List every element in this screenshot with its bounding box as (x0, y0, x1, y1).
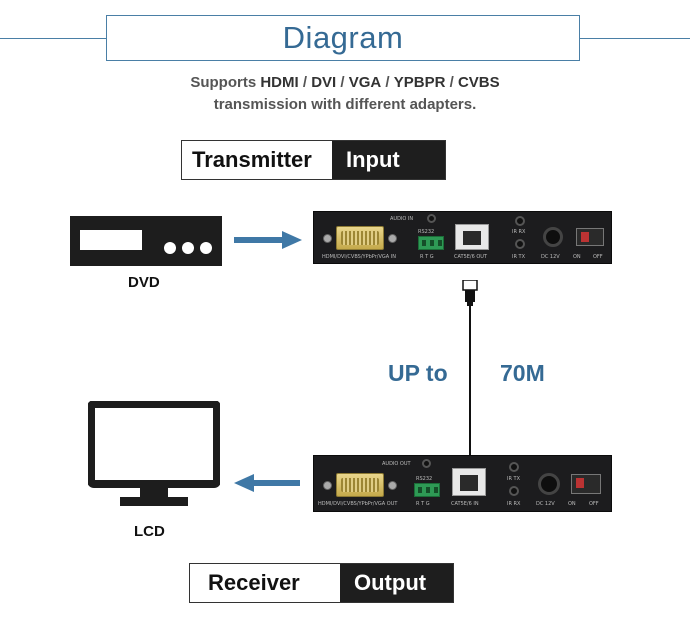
receiver-label: Receiver (208, 570, 300, 595)
tx-dc-label: DC 12V (541, 254, 560, 260)
rx-screw-right (388, 481, 397, 490)
dvd-label: DVD (128, 274, 160, 291)
format-vga: VGA (348, 74, 382, 91)
tx-dvi-port (336, 226, 384, 250)
subtitle-prefix: Supports (190, 74, 261, 91)
transmitter-label: Transmitter (192, 147, 312, 172)
rx-rs232-terminal (414, 483, 440, 497)
rx-ir-top-label: IR TX (507, 476, 521, 482)
lcd-label: LCD (134, 523, 165, 540)
tx-power-switch (576, 228, 604, 246)
tx-ir-bottom-label: IR TX (512, 254, 526, 260)
title-box: Diagram (106, 15, 580, 61)
title-rule-right (580, 38, 690, 39)
network-cable (462, 280, 478, 455)
tx-on-label: ON (573, 254, 581, 260)
tx-dc-jack (543, 227, 563, 247)
separator: / (336, 74, 349, 91)
distance-right-text: 70M (500, 360, 545, 386)
receiver-panel: AUDIO OUT HDMI/DVI/CVBS/YPbPr/VGA OUT RS… (313, 455, 612, 512)
tx-screw-left (323, 234, 332, 243)
tx-cat-port (455, 224, 489, 250)
tx-rs232-label: RS232 (418, 229, 435, 235)
rx-audio-jack (422, 459, 431, 468)
tx-video-label: HDMI/DVI/CVBS/YPbPr/VGA IN (322, 254, 396, 260)
subtitle: Supports HDMI / DVI / VGA / YPBPR / CVBS… (0, 72, 690, 116)
page-title: Diagram (282, 20, 404, 55)
rx-dc-jack (538, 473, 560, 495)
tx-screw-right (388, 234, 397, 243)
input-label: Input (332, 141, 445, 179)
format-ypbpr: YPBPR (393, 74, 446, 91)
tx-rs232-pins: R T G (420, 254, 434, 260)
subtitle-line-1: Supports HDMI / DVI / VGA / YPBPR / CVBS (0, 72, 690, 94)
transmitter-panel: AUDIO IN HDMI/DVI/CVBS/YPbPr/VGA IN RS23… (313, 211, 612, 264)
arrow-left-icon (234, 474, 300, 492)
rx-cat-port (452, 468, 486, 496)
format-dvi: DVI (311, 74, 337, 91)
output-label: Output (340, 564, 453, 602)
receiver-output-tag: Receiver Output (189, 563, 454, 603)
tx-audio-jack (427, 214, 436, 223)
rx-video-label: HDMI/DVI/CVBS/YPbPr/VGA OUT (318, 501, 398, 507)
tx-off-label: OFF (593, 254, 603, 260)
rx-rs232-label: RS232 (416, 476, 433, 482)
title-rule-left (0, 38, 106, 39)
tx-audio-label: AUDIO IN (390, 216, 414, 222)
tx-ir-jack-bottom (515, 239, 525, 249)
rx-ir-bottom-label: IR RX (507, 501, 521, 507)
subtitle-line-2: transmission with different adapters. (213, 96, 477, 113)
dvd-player-icon (70, 216, 222, 266)
tx-cat-label: CAT5E/6 OUT (454, 254, 488, 260)
arrow-right-icon (234, 231, 302, 249)
tx-ir-jack-top (515, 216, 525, 226)
format-hdmi: HDMI (260, 74, 299, 91)
rx-ir-jack-bottom (509, 486, 519, 496)
distance-left-text: UP to (388, 360, 448, 386)
rx-cat-label: CAT5E/6 IN (451, 501, 479, 507)
rx-audio-label: AUDIO OUT (382, 461, 411, 467)
rx-off-label: OFF (589, 501, 599, 507)
separator: / (381, 74, 394, 91)
rx-dc-label: DC 12V (536, 501, 555, 507)
tx-rs232-terminal (418, 236, 444, 250)
transmitter-input-tag: Transmitter Input (181, 140, 446, 180)
rx-dvi-port (336, 473, 384, 497)
separator: / (445, 74, 458, 91)
tx-ir-top-label: IR RX (512, 229, 526, 235)
rx-power-switch (571, 474, 601, 494)
rx-on-label: ON (568, 501, 576, 507)
lcd-monitor-icon (88, 401, 220, 506)
separator: / (298, 74, 312, 91)
format-cvbs: CVBS (457, 74, 500, 91)
rx-screw-left (323, 481, 332, 490)
rx-ir-jack-top (509, 462, 519, 472)
rx-rs232-pins: R T G (416, 501, 430, 507)
